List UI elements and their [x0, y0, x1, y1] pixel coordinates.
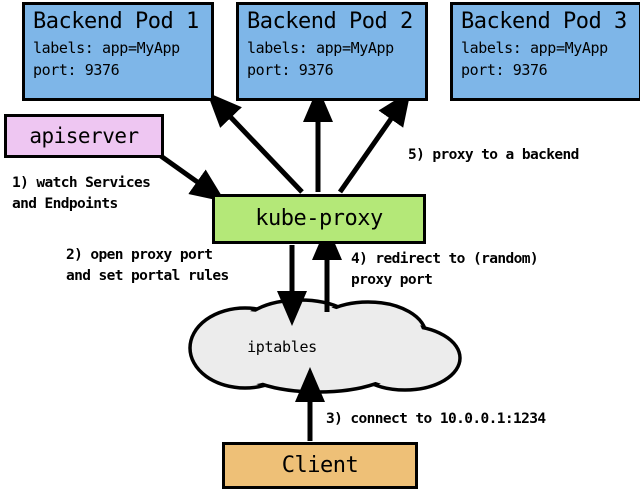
client-node[interactable]: Client: [222, 442, 418, 489]
pod-1-title: Backend Pod 1: [33, 9, 199, 34]
annotation-step-1: 1) watch Services and Endpoints: [12, 175, 151, 212]
annotation-step-2: 2) open proxy port and set portal rules: [66, 247, 229, 284]
iptables-cloud-shape: [188, 298, 462, 394]
pod-2-labels: labels: app=MyApp: [247, 39, 394, 57]
backend-pod-3[interactable]: Backend Pod 3 labels: app=MyApp port: 93…: [450, 2, 640, 101]
kube-proxy-node[interactable]: kube-proxy: [212, 194, 426, 244]
pod-1-labels: labels: app=MyApp: [33, 39, 180, 57]
backend-pod-1[interactable]: Backend Pod 1 labels: app=MyApp port: 93…: [22, 2, 214, 101]
arrow-kubeproxy-to-pod1: [206, 92, 304, 194]
pod-3-port: port: 9376: [461, 61, 548, 79]
pod-3-labels: labels: app=MyApp: [461, 39, 608, 57]
iptables-label: iptables: [247, 338, 317, 356]
client-label: Client: [281, 452, 359, 478]
annotation-step-4: 4) redirect to (random) proxy port: [351, 251, 539, 288]
pod-2-title: Backend Pod 2: [247, 9, 413, 34]
annotation-step-5: 5) proxy to a backend: [408, 147, 579, 163]
annotation-step-3: 3) connect to 10.0.0.1:1234: [326, 411, 546, 427]
kube-proxy-label: kube-proxy: [255, 206, 383, 231]
pod-3-title: Backend Pod 3: [461, 9, 627, 34]
backend-pod-2[interactable]: Backend Pod 2 labels: app=MyApp port: 93…: [236, 2, 428, 101]
pod-1-port: port: 9376: [33, 61, 120, 79]
pod-2-port: port: 9376: [247, 61, 334, 79]
apiserver-label: apiserver: [29, 124, 139, 148]
arrow-kubeproxy-to-pod3: [337, 90, 411, 194]
arrow-apiserver-to-kubeproxy: [156, 151, 226, 203]
apiserver-node[interactable]: apiserver: [4, 114, 164, 158]
